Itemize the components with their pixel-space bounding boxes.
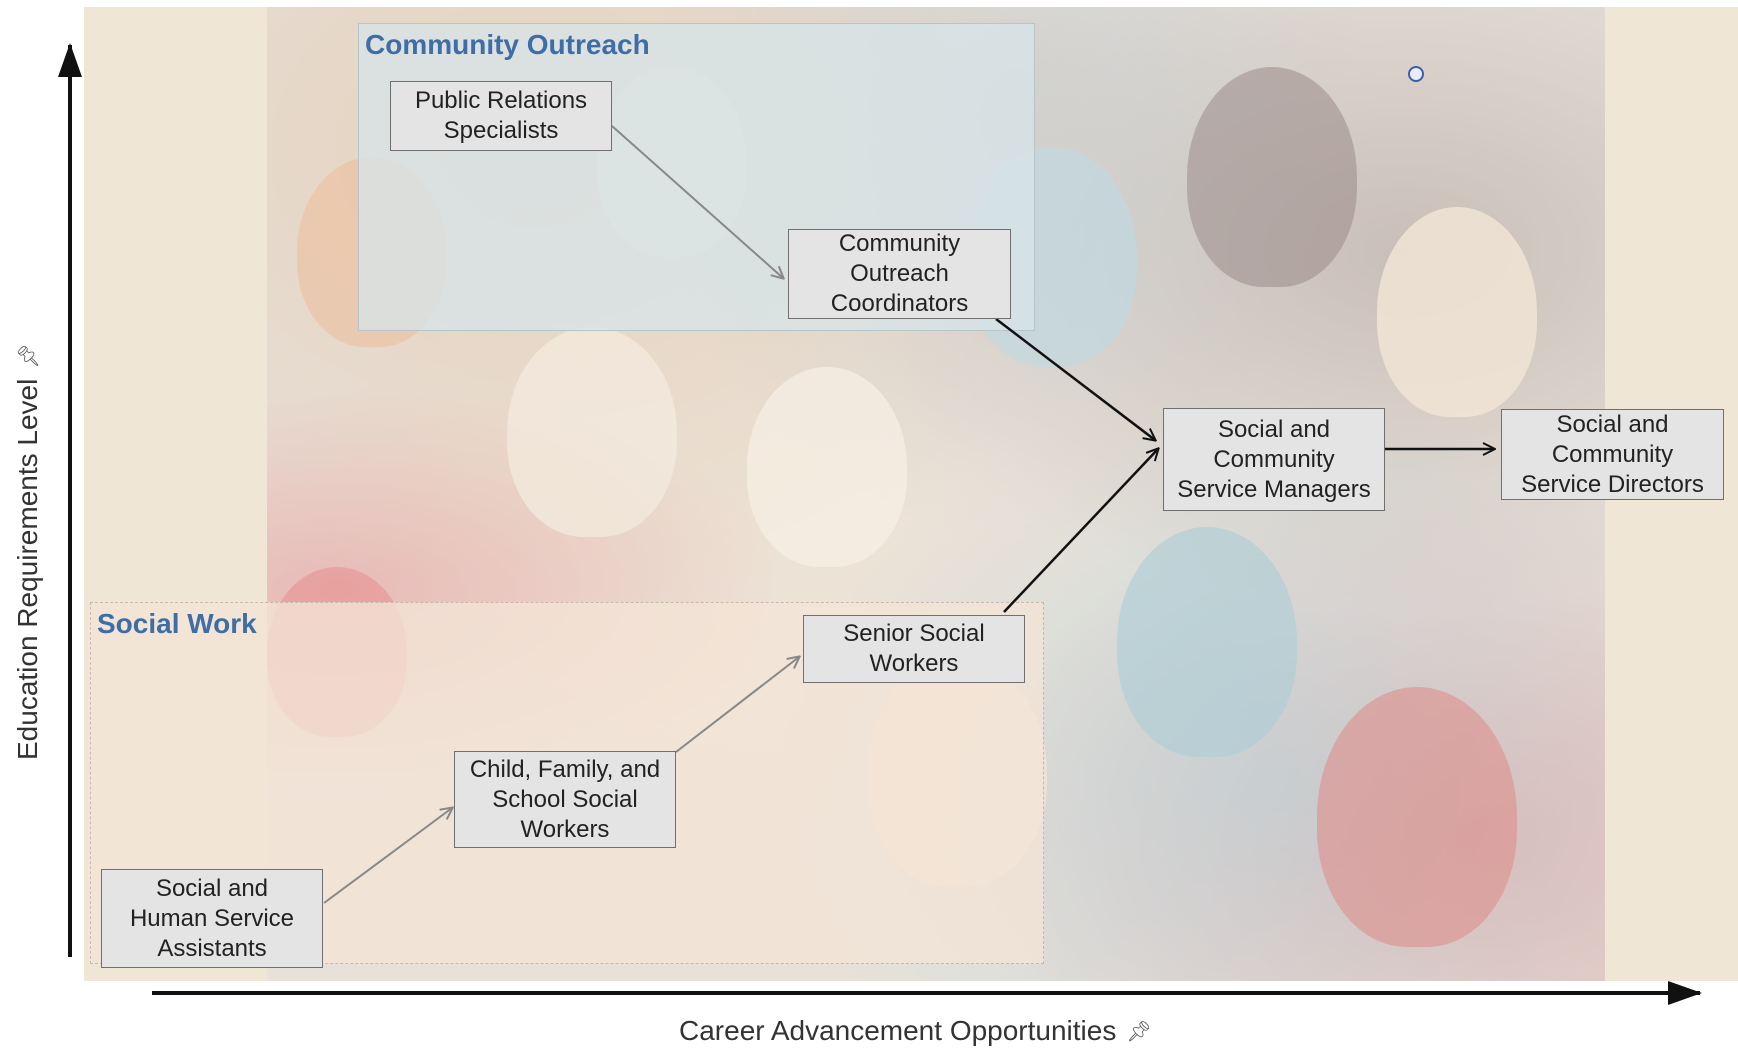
arrow-pr-to-coordinators: [611, 125, 783, 278]
node-label: Public Relations Specialists: [414, 87, 588, 144]
arrow-coordinators-to-managers: [995, 318, 1155, 440]
node-label: Senior Social Workers: [843, 620, 985, 677]
x-axis-label-text: Career Advancement Opportunities: [679, 1015, 1117, 1046]
node-label: Social and Human Service Assistants: [129, 874, 295, 962]
node-label: Social and Community Service Directors: [1521, 410, 1704, 498]
y-axis-label-text: Education Requirements Level: [12, 378, 43, 760]
y-axis-label: Education Requirements Level 📌︎: [12, 343, 44, 760]
node-senior-social-workers: Senior Social Workers: [803, 615, 1025, 683]
node-public-relations-specialists: Public Relations Specialists: [390, 81, 612, 151]
pin-icon[interactable]: 📌︎: [17, 343, 40, 369]
node-community-outreach-coordinators: Community Outreach Coordinators: [788, 229, 1011, 319]
node-label: Child, Family, and School Social Workers: [469, 755, 661, 843]
selection-handle[interactable]: [1408, 66, 1424, 82]
x-axis-label: Career Advancement Opportunities 📌︎: [679, 1015, 1152, 1047]
node-social-community-service-managers: Social and Community Service Managers: [1163, 408, 1385, 511]
node-label: Community Outreach Coordinators: [830, 230, 969, 317]
node-label: Social and Community Service Managers: [1177, 415, 1371, 503]
pin-icon[interactable]: 📌︎: [1126, 1020, 1152, 1043]
arrow-senior-to-managers: [1003, 449, 1158, 613]
social-work-title: Social Work: [97, 608, 257, 639]
arrow-child-family-to-senior: [675, 657, 799, 753]
community-outreach-title: Community Outreach: [365, 29, 650, 60]
node-child-family-school-social-workers: Child, Family, and School Social Workers: [454, 751, 676, 848]
node-social-community-service-directors: Social and Community Service Directors: [1501, 409, 1724, 500]
arrow-assistants-to-child-family: [323, 808, 452, 904]
node-social-human-service-assistants: Social and Human Service Assistants: [101, 869, 323, 968]
